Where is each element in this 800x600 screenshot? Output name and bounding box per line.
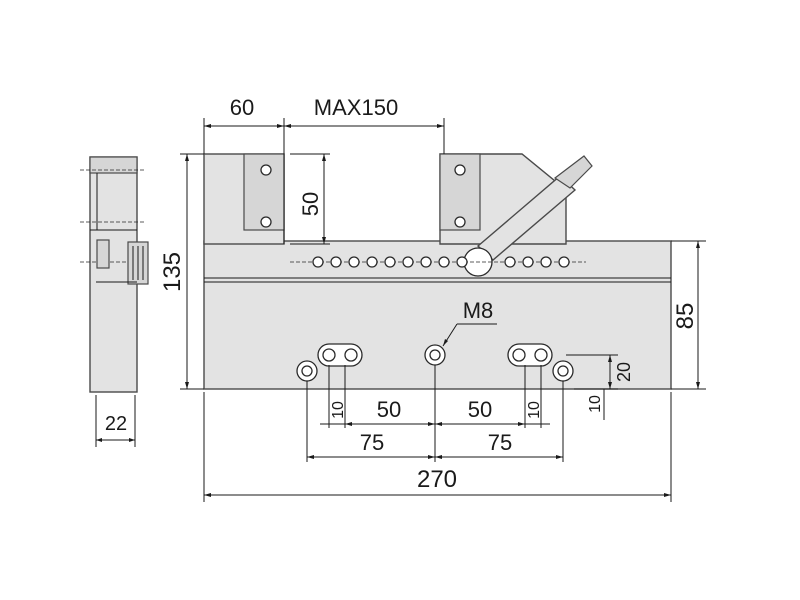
jaw-screw bbox=[260, 216, 272, 228]
thread-callout: M8 bbox=[442, 298, 497, 347]
side-view-top bbox=[89, 156, 138, 174]
total-length-label: 270 bbox=[417, 466, 457, 493]
slot-width-right-label: 10 bbox=[526, 401, 543, 419]
slot-bottom-label: 10 bbox=[587, 395, 604, 413]
pitch-75-left-label: 75 bbox=[360, 430, 384, 455]
vise-body bbox=[203, 240, 672, 390]
side-width-label: 22 bbox=[105, 413, 127, 435]
jaw-screw bbox=[454, 216, 466, 228]
side-view-key bbox=[96, 239, 110, 269]
front-view bbox=[203, 153, 672, 390]
dim-total-height: 135 bbox=[159, 153, 204, 390]
thread-label: M8 bbox=[463, 298, 494, 323]
jaw-height-label: 50 bbox=[298, 192, 323, 216]
dim-total-length: 270 bbox=[203, 392, 672, 502]
body-height-label: 85 bbox=[672, 303, 699, 330]
jaw-width-label: 60 bbox=[230, 95, 254, 120]
dim-side-width: 22 bbox=[95, 395, 136, 447]
side-view bbox=[80, 156, 149, 393]
dim-top: 60 MAX150 bbox=[203, 95, 445, 154]
dim-lower: 10 10 50 50 75 75 bbox=[306, 365, 564, 462]
positioning-holes bbox=[290, 256, 586, 268]
mounting-holes bbox=[296, 343, 574, 382]
pitch-50-left-label: 50 bbox=[377, 397, 401, 422]
total-height-label: 135 bbox=[159, 252, 186, 292]
jaw-screw bbox=[260, 164, 272, 176]
opening-label: MAX150 bbox=[314, 95, 398, 120]
dim-body-height: 85 bbox=[671, 240, 706, 390]
pitch-75-right-label: 75 bbox=[488, 430, 512, 455]
jaw-screw bbox=[454, 164, 466, 176]
dim-jaw-height: 50 bbox=[290, 153, 330, 245]
slot-width-left-label: 10 bbox=[330, 401, 347, 419]
dim-slot-right: 20 10 bbox=[566, 354, 634, 420]
pitch-50-right-label: 50 bbox=[468, 397, 492, 422]
screw-handle bbox=[553, 155, 593, 189]
slot-offset-label: 20 bbox=[614, 362, 634, 382]
